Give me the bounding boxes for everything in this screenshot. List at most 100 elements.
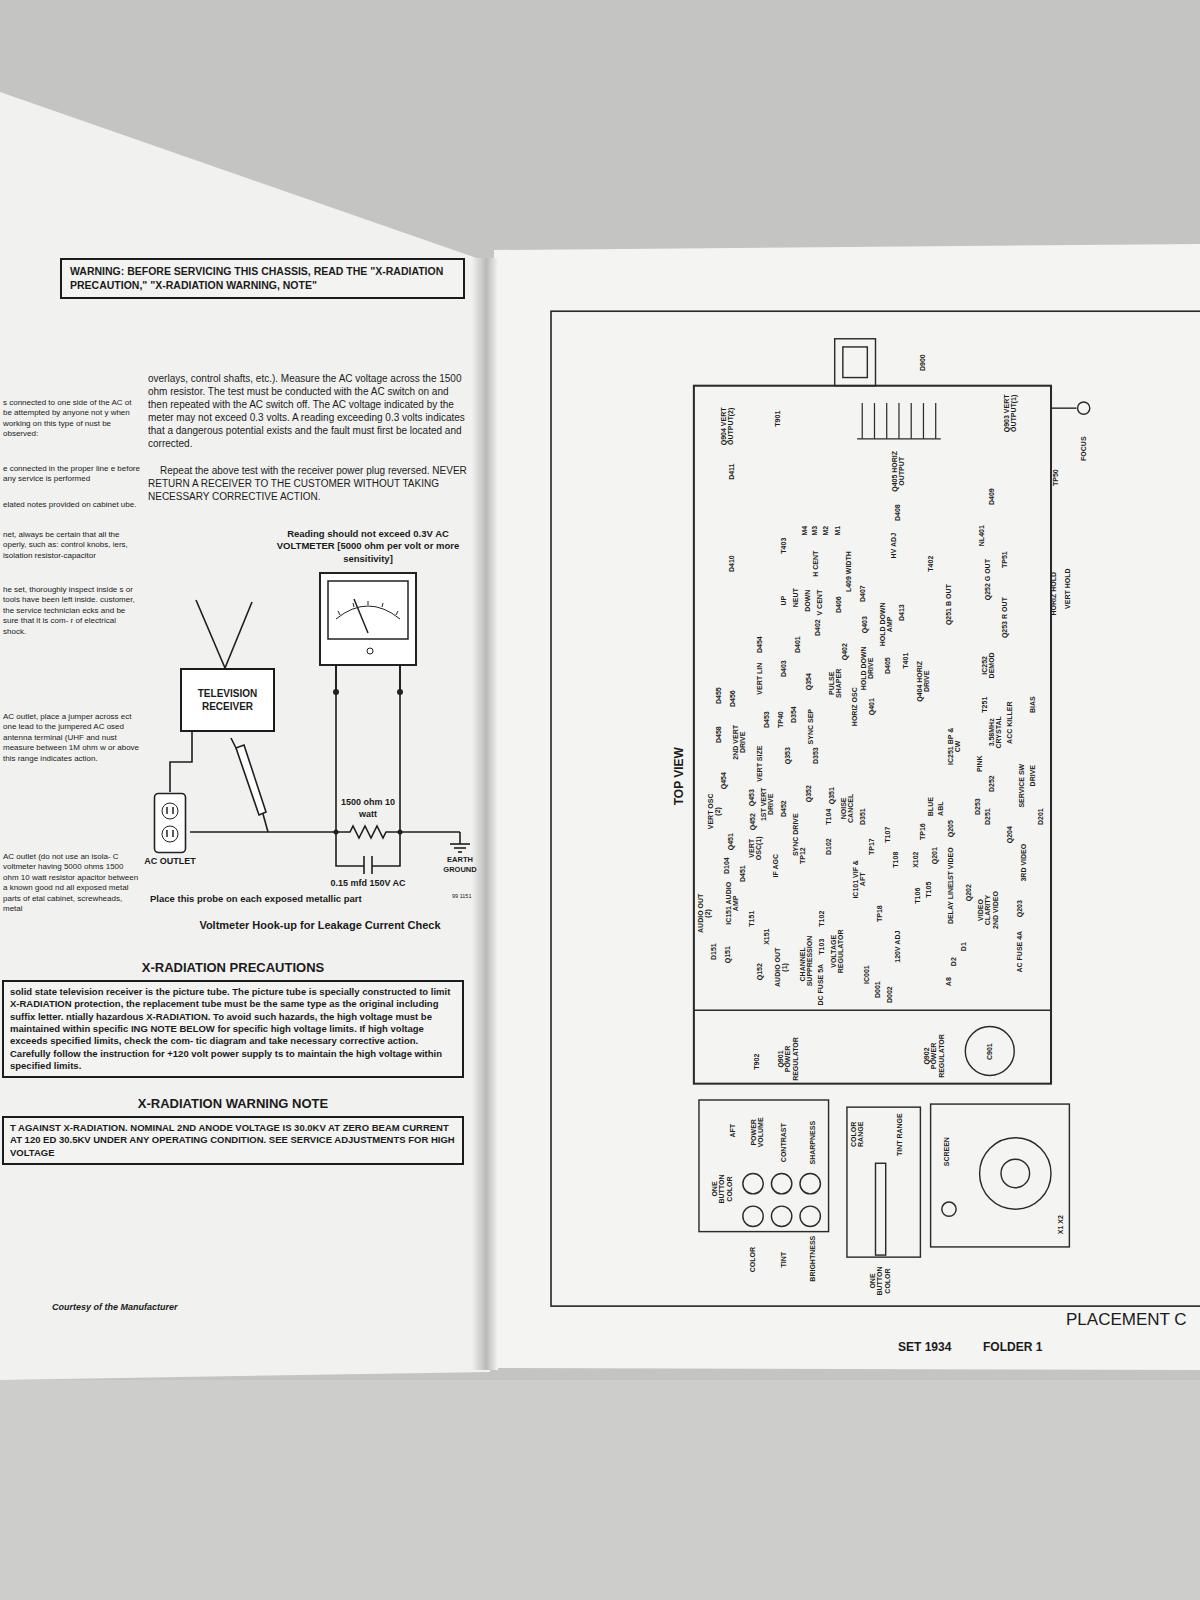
drawing-part: [699, 1100, 829, 1232]
part-label: D405: [884, 643, 891, 687]
part-label: D402: [815, 606, 822, 650]
drawing-part: [472, 258, 498, 1370]
drawing-part: [368, 601, 369, 605]
part-label: L409 WIDTH: [845, 550, 852, 594]
drawing-part: [800, 1206, 820, 1226]
part-label: HV ADJ: [890, 524, 897, 568]
part-label: D001: [874, 968, 881, 1012]
part-label: ONE BUTTON COLOR: [869, 1259, 891, 1303]
annotation-label: 1500 ohm 10 watt: [338, 797, 398, 820]
drawing-part: [166, 830, 168, 837]
drawing-part: [980, 1138, 1051, 1209]
part-label: HORIZ HOLD: [1050, 572, 1057, 616]
part-label: Q253 R OUT: [1001, 596, 1008, 640]
drawing-part: [862, 403, 863, 439]
drawing-part: [372, 832, 400, 866]
part-label: D452: [780, 786, 787, 830]
part-label: AC FUSE 4A: [1017, 929, 1024, 973]
part-label: T151: [748, 897, 755, 941]
part-label: D454: [757, 623, 764, 667]
part-label: T901: [774, 397, 781, 441]
part-label: Q354: [806, 660, 813, 704]
drawing-part: [320, 573, 416, 665]
part-label: Q202: [966, 871, 973, 915]
drawing-part: [225, 602, 252, 668]
part-label: IF AGC: [772, 843, 779, 887]
drawing-part: [397, 689, 403, 695]
part-label: TP18: [876, 891, 883, 935]
part-label: Q352: [806, 772, 813, 816]
part-label: SHARPNESS: [810, 1121, 817, 1165]
part-label: D453: [764, 698, 771, 742]
drawing-part: [333, 689, 339, 695]
drawing-part: [931, 1104, 1070, 1247]
part-label: D407: [860, 572, 867, 616]
part-label: D456: [729, 677, 736, 721]
drawing-part: [382, 603, 383, 607]
body-text: overlays, control shafts, etc.). Measure…: [148, 372, 470, 450]
drawing-part: [363, 856, 365, 874]
part-label: D251: [984, 794, 991, 838]
part-label: HOLD DOWN DRIVE: [860, 646, 875, 690]
part-label: H CENT: [813, 541, 820, 585]
part-label: VERT OSC(1): [748, 827, 763, 871]
part-label: Q902 POWER REGULATOR: [923, 1034, 945, 1078]
part-label: T107: [884, 813, 891, 857]
part-label: FOCUS: [1080, 427, 1087, 471]
part-label: CHANNEL SUPPRESSION: [799, 942, 814, 986]
part-label: TP12: [799, 833, 806, 877]
part-label: D403: [780, 647, 787, 691]
drawing-part: [367, 648, 373, 654]
part-label: TP40: [777, 698, 784, 742]
part-label: D401: [794, 623, 801, 667]
part-label: Q402: [841, 629, 848, 673]
part-label: AUDIO OUT (2): [697, 891, 712, 935]
part-label: Q904 VERT OUTPUT(2): [719, 404, 734, 448]
part-label: NOISE CANCEL: [840, 786, 855, 830]
drawing-part: [486, 244, 1200, 1370]
warning-note-box: X-RADIATION WARNING NOTET AGAINST X-RADI…: [2, 1096, 464, 1165]
drawing-part: [835, 339, 876, 386]
part-label: 1ST VERT DRIVE: [760, 782, 775, 826]
annotation-label: PLACEMENT C: [1066, 1309, 1196, 1331]
part-label: IC001: [864, 953, 871, 997]
part-label: D411: [728, 450, 735, 494]
drawing-part: [551, 311, 1200, 1306]
part-label: BRIGHTNESS: [810, 1237, 817, 1281]
warning-text: WARNING: BEFORE SERVICING THIS CHASSIS, …: [70, 265, 455, 292]
drawing-part: [155, 794, 186, 853]
part-label: T251: [981, 682, 988, 726]
part-label: BIAS: [1029, 682, 1036, 726]
drawing-part: [771, 1206, 791, 1226]
drawing-part: [743, 1206, 763, 1226]
drawing-part: [458, 851, 462, 853]
part-label: TINT RANGE: [896, 1113, 903, 1157]
drawing-part: [399, 665, 401, 691]
drawing-part: [857, 403, 941, 439]
part-label: T108: [892, 837, 899, 881]
part-label: COLOR RANGE: [850, 1113, 865, 1157]
receiver-box: TELEVISION RECEIVER: [180, 668, 275, 732]
section-body: solid state television receiver is the p…: [10, 986, 456, 1072]
drawing-part: [898, 403, 899, 439]
drawing-part: [263, 814, 268, 832]
annotation-label: Courtesy of the Manufacturer: [52, 1302, 272, 1314]
part-label: V CENT: [817, 580, 824, 624]
drawing-part: [190, 831, 336, 833]
drawing-part: [886, 403, 887, 439]
drawing-part: [876, 1163, 886, 1255]
part-label: D351: [860, 794, 867, 838]
part-label: VERT OSC (2): [707, 789, 722, 833]
part-label: 3.58MHz CRYSTAL: [988, 710, 1003, 754]
drawing-part: [354, 599, 368, 633]
part-label: 120V ADJ: [894, 925, 901, 969]
part-label: Q252 G OUT: [984, 558, 991, 602]
part-label: A8: [945, 960, 952, 1004]
drawing-part: [771, 1173, 791, 1193]
drawing-part: [166, 807, 168, 814]
part-label: UP: [780, 578, 787, 622]
body-text: e connected in the proper line e before …: [3, 464, 141, 485]
part-label: T902: [753, 1039, 760, 1083]
drawing-part: [328, 581, 408, 639]
part-label: TP50: [1052, 456, 1059, 500]
